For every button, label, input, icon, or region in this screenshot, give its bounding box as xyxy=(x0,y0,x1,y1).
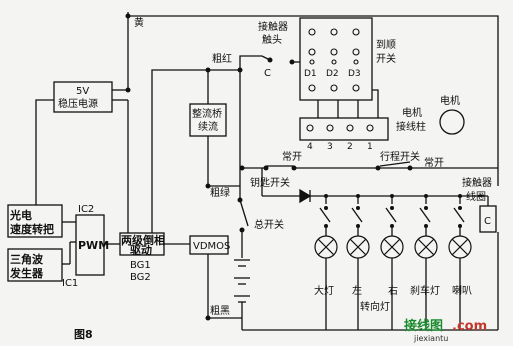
label-headlight: 大灯 xyxy=(314,284,334,297)
regulator-box xyxy=(53,81,113,113)
lamp-branches xyxy=(319,196,465,330)
label-contactor-coil-2: 线圈 xyxy=(466,190,486,203)
triangle-generator-box xyxy=(7,248,63,282)
brake-lamp xyxy=(414,235,438,259)
label-normally-open-2: 常开 xyxy=(424,156,444,169)
motor-terminal-box xyxy=(299,117,389,141)
terminal-3: 3 xyxy=(327,142,333,152)
label-photo-1: 光电 xyxy=(9,208,32,222)
watermark-url: jiexiantu xyxy=(413,334,448,343)
label-photo-2: 速度转把 xyxy=(10,222,54,236)
motor-terminal-pins xyxy=(306,124,374,132)
label-triangle-1: 三角波 xyxy=(10,252,44,266)
driver-box xyxy=(119,232,165,256)
label-normally-open-1: 常开 xyxy=(282,150,302,163)
label-contactor-coil-1: 接触器 xyxy=(462,176,492,189)
label-yellow: 黄 xyxy=(134,16,144,29)
label-left: 左 xyxy=(352,284,362,297)
label-motor-terminal-1: 电机 xyxy=(402,106,422,119)
label-master-switch: 总开关 xyxy=(254,218,284,231)
travel-switch-contact xyxy=(379,161,411,167)
label-horn: 喇叭 xyxy=(452,285,472,297)
label-pwm: PWM xyxy=(78,239,109,252)
reverse-switch-pins xyxy=(308,28,360,92)
vdmos-box xyxy=(189,235,229,255)
label-key-switch: 钥匙开关 xyxy=(250,176,290,189)
label-contactor-c: C xyxy=(264,68,271,79)
label-motor-terminal-2: 接线柱 xyxy=(396,120,426,133)
watermark-domain: .com xyxy=(452,319,487,334)
terminal-4: 4 xyxy=(307,142,313,152)
rectifier-box xyxy=(189,103,227,137)
label-5v: 5V xyxy=(76,86,89,97)
label-rectifier-2: 续流 xyxy=(198,120,218,133)
motor-symbol xyxy=(439,109,465,135)
pin-d1: D1 xyxy=(304,69,317,79)
pin-d3: D3 xyxy=(348,69,361,79)
label-driver-2: 驱动 xyxy=(130,243,152,257)
label-vdmos: VDMOS xyxy=(193,241,230,252)
pwm-box xyxy=(75,214,105,276)
label-contactor-head: 接触器 xyxy=(258,20,288,33)
lamps xyxy=(314,235,472,259)
label-thick-green: 粗绿 xyxy=(210,186,230,199)
label-brake-light: 刹车灯 xyxy=(410,284,440,297)
label-regulator: 稳压电源 xyxy=(58,97,98,110)
label-bg1: BG1 xyxy=(130,260,151,271)
master-switch-blade xyxy=(239,199,249,227)
label-contactor-contact: 触头 xyxy=(262,33,282,46)
terminal-2: 2 xyxy=(347,142,353,152)
label-ic2: IC2 xyxy=(78,204,94,215)
label-right: 右 xyxy=(388,284,398,297)
label-thick-black: 粗黑 xyxy=(210,305,230,317)
label-motor: 电机 xyxy=(440,94,460,107)
label-triangle-2: 发生器 xyxy=(9,266,44,280)
label-turn-signal: 转向灯 xyxy=(360,300,390,313)
photo-handle-box xyxy=(7,204,63,238)
label-rectifier-1: 整流桥 xyxy=(192,107,222,120)
terminal-1: 1 xyxy=(367,142,373,152)
label-coil-c: C xyxy=(484,216,491,227)
label-thick-red: 粗红 xyxy=(212,52,232,65)
label-driver-1: 两级倒相 xyxy=(121,233,165,247)
figure-label: 图8 xyxy=(74,328,93,341)
label-bg2: BG2 xyxy=(130,272,151,283)
watermark-brand: 接线图 xyxy=(404,318,443,334)
right-turn-lamp xyxy=(380,235,404,259)
headlight-lamp xyxy=(314,235,338,259)
label-ic1: IC1 xyxy=(62,278,78,289)
contactor-coil-box xyxy=(479,205,497,233)
horn-lamp xyxy=(448,235,472,259)
label-reverse-switch-2: 开关 xyxy=(376,52,396,65)
pin-d2: D2 xyxy=(326,69,339,79)
diode-symbol xyxy=(299,188,312,204)
label-travel-switch: 行程开关 xyxy=(380,150,420,163)
left-turn-lamp xyxy=(346,235,370,259)
label-reverse-switch-1: 到顺 xyxy=(376,39,396,51)
